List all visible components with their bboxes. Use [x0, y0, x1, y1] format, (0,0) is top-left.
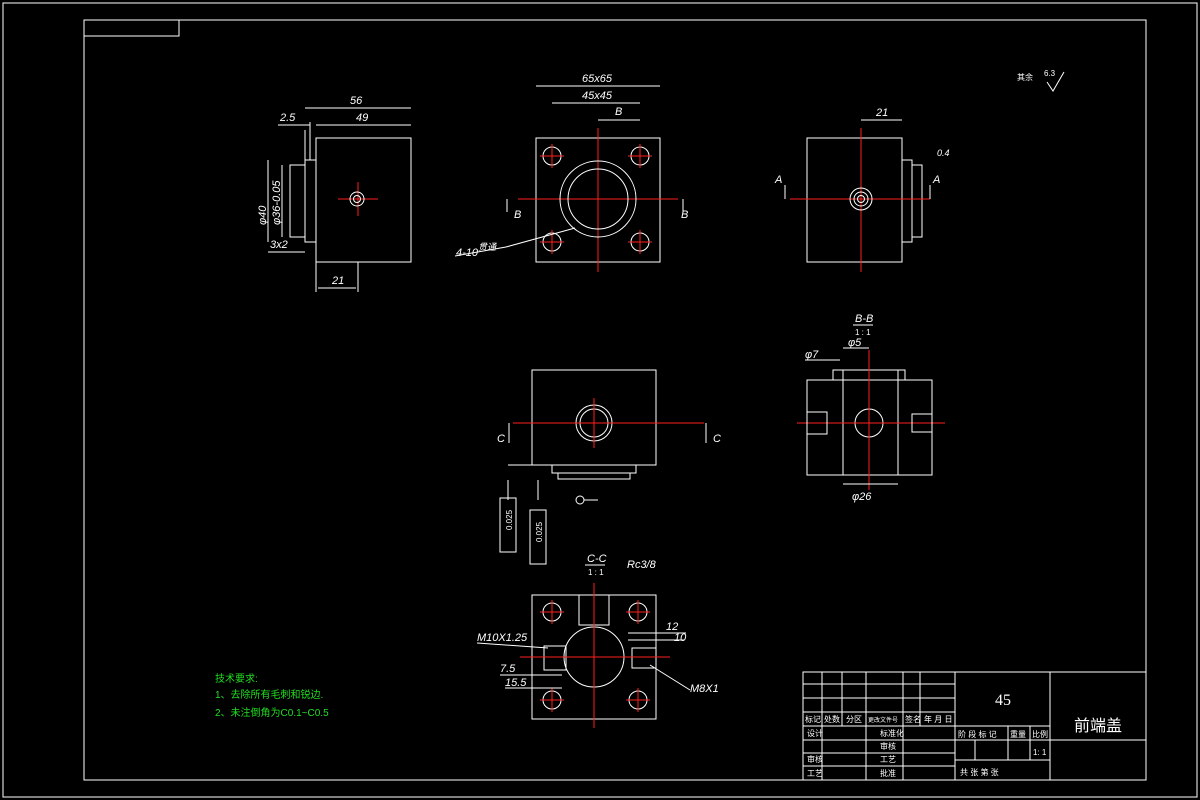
tb-label-design: 设计 [807, 728, 823, 738]
tb-label-review: 审核 [807, 754, 823, 764]
tb-label-stage-mark: 阶 段 标 记 [958, 729, 997, 739]
section-b-b: B-B 1 : 1 φ26 φ7 φ5 [797, 313, 945, 503]
tb-label-mark: 标记 [805, 714, 821, 724]
dim-2-5: 2.5 [279, 112, 296, 124]
section-label-a-left: A [774, 174, 782, 186]
label-through: 贯通 [478, 242, 497, 252]
dim-dia7: φ7 [805, 349, 819, 361]
dim-dia40: φ40 [257, 205, 269, 225]
tb-label-change-doc: 更改文件号 [868, 716, 898, 724]
section-cc-title: C-C [587, 553, 607, 565]
dim-49: 49 [356, 112, 368, 124]
technical-notes: 技术要求: 1、去除所有毛刺和锐边. 2、未注倒角为C0.1~C0.5 [215, 672, 329, 719]
dim-10: 10 [674, 632, 687, 644]
material-value: 45 [995, 692, 1011, 709]
tb-label-process: 工艺 [880, 755, 896, 764]
dim-dia26: φ26 [852, 491, 872, 503]
dim-dia5: φ5 [848, 337, 862, 349]
note-item-2: 2、未注倒角为C0.1~C0.5 [215, 706, 329, 719]
dim-3x2: 3x2 [270, 239, 288, 251]
label-m8: M8X1 [690, 683, 719, 695]
part-name: 前端盖 [1074, 717, 1122, 735]
section-label-c-left: C [497, 433, 505, 445]
section-label-c-right: C [713, 433, 721, 445]
dim-15-5: 15.5 [505, 677, 527, 689]
tb-label-approve: 批准 [880, 768, 896, 778]
tb-label-weight: 重量 [1010, 729, 1026, 739]
tb-label-date: 年 月 日 [924, 714, 952, 724]
tb-label-standardize: 标准化 [880, 728, 904, 738]
roughness-value: 6.3 [1044, 69, 1056, 78]
roughness-0-4: 0.4 [937, 148, 950, 158]
inner-border [83, 19, 1147, 781]
section-c-c: C-C 1 : 1 Rc3/8 M10X1.25 M8X1 12 10 7.5 … [476, 553, 719, 728]
dim-21-a: 21 [331, 275, 344, 287]
section-label-b-top: B [615, 106, 622, 118]
dim-12: 12 [666, 621, 678, 633]
right-view: 21 A A 0.4 [774, 107, 950, 272]
section-cc-scale: 1 : 1 [588, 568, 604, 577]
dim-56: 56 [350, 95, 363, 107]
label-m10: M10X1.25 [477, 632, 528, 644]
dim-dia36: φ36-0.05 [271, 180, 283, 225]
front-view: 65x65 45x45 B B B 4-10 贯通 [454, 73, 688, 272]
title-block: 45 前端盖 标记 处数 分区 更改文件号 签名 年 月 日 设计 标准化 审核… [802, 671, 1147, 781]
section-bb-title: B-B [855, 313, 873, 325]
notes-heading: 技术要求: [215, 672, 258, 685]
tb-label-scale: 比例 [1032, 729, 1048, 739]
tb-label-zone: 分区 [846, 715, 862, 724]
tolerance-1: 0.025 [505, 509, 514, 530]
note-item-1: 1、去除所有毛刺和锐边. [215, 688, 323, 701]
bottom-front-view: C C 0.025 0.025 [497, 369, 721, 565]
roughness-label: 其余 [1017, 72, 1033, 82]
tb-scale-value: 1: 1 [1033, 748, 1047, 757]
section-label-a-right: A [932, 174, 940, 186]
dim-holes: 4-10 [456, 247, 479, 259]
tolerance-2: 0.025 [535, 521, 544, 542]
tb-label-process-2: 工艺 [807, 769, 823, 778]
dim-21-b: 21 [875, 107, 888, 119]
corner-code-box [83, 19, 180, 37]
section-label-b-left: B [514, 209, 521, 221]
dim-65x65: 65x65 [582, 73, 613, 85]
dim-45x45: 45x45 [582, 90, 613, 102]
label-rc: Rc3/8 [627, 559, 657, 571]
side-view: 56 49 2.5 21 3x2 φ40 φ36-0.05 [257, 95, 412, 292]
datum-symbol [575, 495, 585, 505]
roughness-note: 其余 6.3 [1017, 69, 1065, 92]
tb-label-sheets: 共 张 第 张 [960, 767, 999, 777]
tb-label-check: 审核 [880, 741, 896, 751]
section-label-b-right: B [681, 209, 688, 221]
tb-label-signature: 签名 [905, 714, 921, 724]
tb-label-count: 处数 [824, 714, 840, 724]
dim-7-5: 7.5 [500, 663, 516, 675]
section-bb-scale: 1 : 1 [855, 328, 871, 337]
